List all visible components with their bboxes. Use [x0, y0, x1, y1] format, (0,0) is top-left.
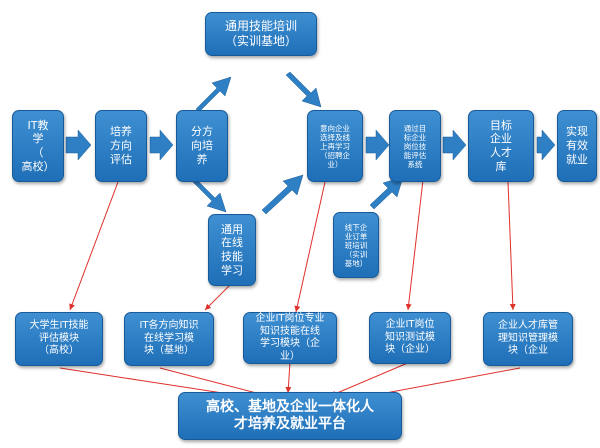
module-1-box: 大学生IT技能 评估模块 （高校） [15, 312, 103, 366]
it-teaching-box: IT教 学 （ 高校） [12, 110, 64, 182]
arrow-4-to-5 [365, 129, 390, 161]
module-5-box: 企业人才库管 理知识管理模 块（企业 [483, 312, 573, 366]
line-enterprise-to-m3 [294, 181, 326, 313]
integrated-platform-box: 高校、基地及企业一体化人 才培养及就业平台 [178, 392, 402, 440]
arrow-1-to-2 [65, 129, 92, 161]
talent-pool-box: 目标 企业 人才 库 [468, 110, 534, 182]
line-m4-to-platform [329, 361, 411, 397]
arrow-split-to-top [195, 76, 232, 113]
module-4-box: 企业IT岗位 知识测试模 块（企业） [369, 312, 451, 364]
direction-eval-box: 培养 方向 评估 [95, 110, 147, 182]
line-m3-to-platform [285, 361, 292, 394]
enterprise-select-box: 意向企业 选择及线 上再学习 （招聘企 业） [307, 110, 363, 182]
offline-training-box: 线下企 业订单 班培训 （实训 基地） [333, 212, 379, 278]
arrow-top-to-enterprise [285, 71, 322, 108]
line-eval-to-m4 [405, 179, 424, 311]
module-2-box: IT各方向知识 在线学习模 块（基地） [124, 312, 214, 366]
line-m2-to-platform [159, 367, 269, 398]
line-online-to-m2 [204, 284, 231, 311]
line-pool-to-m5 [507, 181, 516, 311]
arrow-2-to-3 [149, 129, 174, 161]
arrow-5-to-6 [442, 129, 467, 161]
arrow-6-to-7 [536, 129, 556, 161]
employment-box: 实现 有效 就业 [557, 110, 597, 182]
skill-eval-box: 通过目 标企业 岗位技 能评估 系统 [389, 110, 441, 182]
general-skill-training-box: 通用技能培训 （实训基地） [205, 12, 317, 56]
module-3-box: 企业IT岗位专业 知识技能在线 学习模块（企 业） [243, 312, 337, 364]
line-direction-to-m1 [69, 181, 119, 311]
split-training-box: 分方 向培 养 [176, 110, 228, 182]
arrow-offline-to-eval [369, 176, 404, 210]
arrow-online-to-enterprise [261, 174, 304, 215]
arrow-split-to-online [191, 177, 227, 213]
online-learning-box: 通用 在线 技能 学习 [208, 214, 256, 286]
